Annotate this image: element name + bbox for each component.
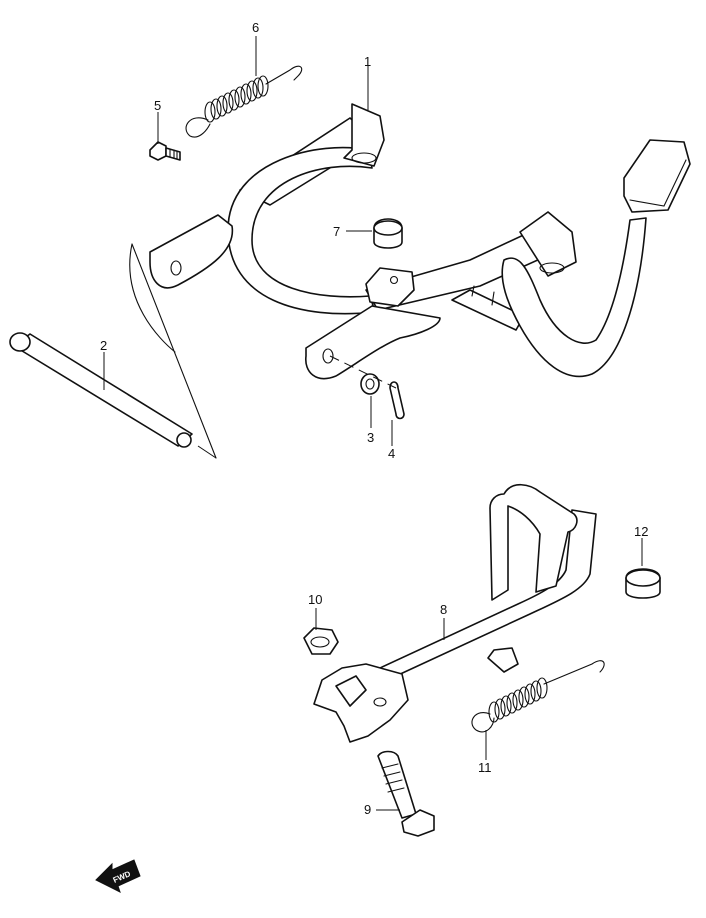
callout-8: 8	[440, 602, 447, 617]
callout-leaders	[103, 36, 643, 811]
part-8-side-stand	[313, 483, 597, 743]
callout-4: 4	[388, 446, 395, 461]
part-11-spring	[471, 660, 605, 733]
part-1-center-stand	[149, 103, 691, 380]
callout-5: 5	[154, 98, 161, 113]
callout-12: 12	[634, 524, 648, 539]
part-6-spring	[185, 65, 303, 138]
part-3-washer	[360, 373, 380, 395]
part-9-bolt	[377, 750, 435, 837]
part-12-stopper	[625, 568, 661, 599]
callout-11: 11	[478, 760, 492, 775]
part-5-bolt	[149, 141, 181, 161]
callout-7: 7	[333, 224, 340, 239]
fwd-arrow-icon: FWD	[95, 859, 141, 893]
part-2-shaft	[9, 332, 193, 448]
callout-3: 3	[367, 430, 374, 445]
callout-9: 9	[364, 802, 371, 817]
part-10-nut	[303, 627, 339, 655]
assembly-guide	[329, 355, 397, 389]
callout-1: 1	[364, 54, 371, 69]
callout-2: 2	[100, 338, 107, 353]
callout-10: 10	[308, 592, 322, 607]
part-7-stopper	[373, 218, 403, 249]
callout-6: 6	[252, 20, 259, 35]
part-4-cotter-pin	[389, 381, 405, 420]
assembly-outline	[129, 243, 217, 459]
